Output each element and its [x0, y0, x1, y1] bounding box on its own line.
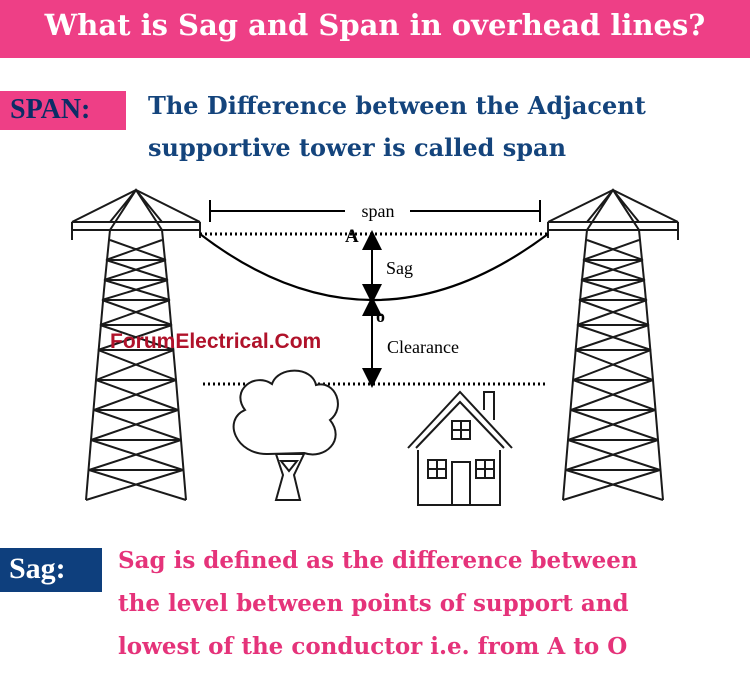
point-a-label: A — [345, 226, 359, 247]
span-badge-label: SPAN: — [10, 94, 91, 125]
right-tower — [547, 188, 679, 501]
left-tower — [71, 188, 201, 501]
title-banner — [0, 0, 750, 58]
sag-badge-label: Sag: — [9, 552, 66, 585]
tree-icon — [232, 369, 339, 501]
span-label: span — [362, 201, 395, 221]
house-icon — [407, 390, 513, 506]
span-definition-line-2: supportive tower is called span — [148, 133, 567, 162]
sag-definition-line-2: the level between points of support and — [118, 590, 629, 617]
sag-definition-line-3: lowest of the conductor i.e. from A to O — [118, 633, 628, 660]
clearance-label: Clearance — [387, 337, 459, 357]
overhead-line-diagram: span A Sag o Clearance — [71, 188, 679, 506]
span-dimension — [209, 200, 541, 222]
sag-definition-line-1: Sag is defined as the difference between — [118, 547, 638, 574]
page-title: What is Sag and Span in overhead lines? — [44, 8, 706, 42]
watermark: ForumElectrical.Com — [110, 330, 322, 353]
point-o-label: o — [376, 306, 385, 326]
conductor-curve — [199, 233, 549, 301]
sag-badge: Sag: — [0, 548, 102, 592]
span-badge: SPAN: — [0, 91, 126, 130]
sag-label: Sag — [386, 258, 413, 278]
span-definition-line-1: The Difference between the Adjacent — [148, 91, 646, 120]
